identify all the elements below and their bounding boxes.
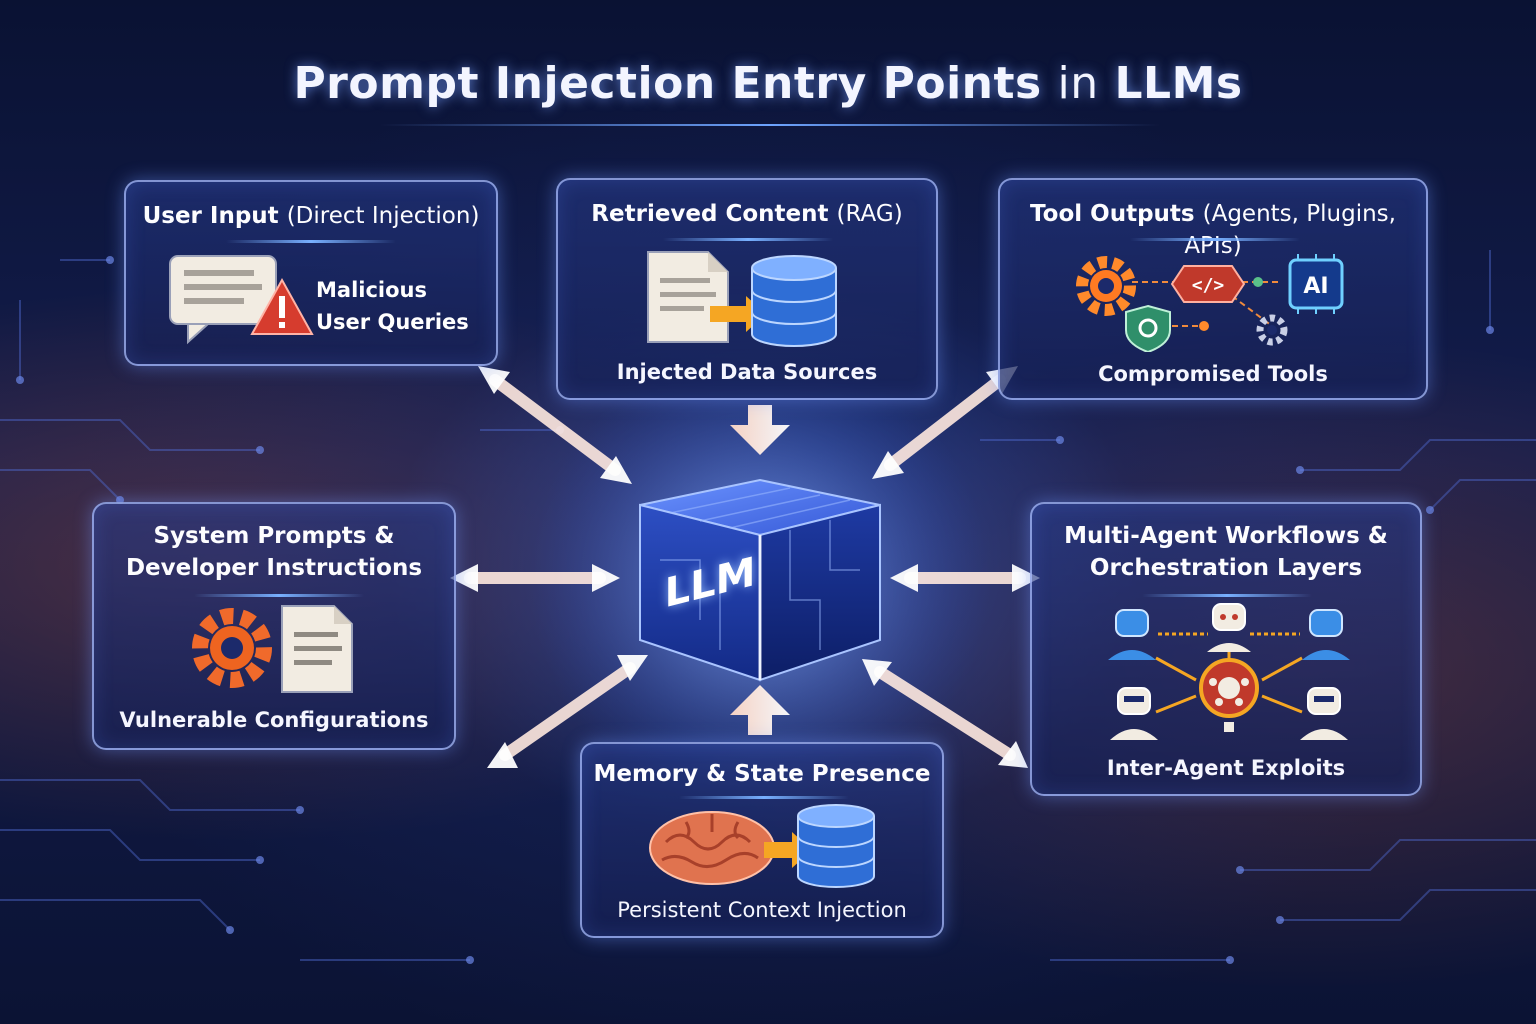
database-icon xyxy=(751,255,837,347)
card-user-input: User Input (Direct Injection) Malicious … xyxy=(124,180,498,366)
card-retrieved-content: Retrieved Content (RAG) Injected Data So… xyxy=(556,178,938,400)
svg-text:</>: </> xyxy=(1192,275,1225,296)
small-gear-icon xyxy=(1256,314,1288,346)
card-memory-title: Memory & State Presence xyxy=(593,761,931,787)
page-title: Prompt Injection Entry Points in LLMs xyxy=(293,58,1243,109)
document-icon xyxy=(281,605,353,693)
robot-icon xyxy=(1110,687,1158,740)
card-tools-caption: Compromised Tools xyxy=(1098,362,1328,386)
card-memory-state: Memory & State Presence Persistent Conte… xyxy=(580,742,944,938)
card-retrieved-caption: Injected Data Sources xyxy=(616,360,878,384)
gear-icon xyxy=(1076,256,1136,316)
card-system-title: System Prompts & Developer Instructions xyxy=(125,523,423,581)
code-icon: </> xyxy=(1170,265,1246,303)
robot-icon xyxy=(1302,609,1350,660)
llm-cube-icon xyxy=(639,478,881,682)
card-tool-outputs: Tool Outputs (Agents, Plugins, APIs) </> xyxy=(998,178,1428,400)
robot-icon xyxy=(1207,603,1251,652)
gear-icon xyxy=(192,608,272,688)
card-memory-caption: Persistent Context Injection xyxy=(617,898,907,922)
card-system-caption: Vulnerable Configurations xyxy=(119,708,429,732)
card-multi-agent-title: Multi-Agent Workflows & Orchestration La… xyxy=(1064,523,1388,581)
document-icon xyxy=(647,251,729,343)
title-underline xyxy=(380,124,1160,126)
chat-bubble-icon xyxy=(169,255,277,345)
card-tools-title: Tool Outputs (Agents, Plugins, APIs) xyxy=(1030,201,1396,259)
shield-icon xyxy=(1125,304,1171,352)
card-user-input-title: User Input (Direct Injection) xyxy=(142,203,480,229)
arrow-up-memory xyxy=(730,685,790,735)
arrow-down-rag xyxy=(730,405,790,455)
robot-icon xyxy=(1300,687,1348,740)
card-multi-agent-caption: Inter-Agent Exploits xyxy=(1106,756,1346,780)
svg-text:AI: AI xyxy=(1303,274,1328,299)
robot-icon xyxy=(1108,609,1156,660)
warning-icon xyxy=(250,277,314,335)
database-icon xyxy=(797,804,875,888)
ai-chip-icon: AI xyxy=(1288,254,1344,314)
orchestrator-hub-icon xyxy=(1199,658,1259,718)
card-user-input-caption: Malicious User Queries xyxy=(316,278,469,334)
brain-icon xyxy=(649,811,775,885)
card-retrieved-title: Retrieved Content (RAG) xyxy=(591,201,903,227)
card-system-prompts: System Prompts & Developer Instructions … xyxy=(92,502,456,750)
card-multi-agent: Multi-Agent Workflows & Orchestration La… xyxy=(1030,502,1422,796)
